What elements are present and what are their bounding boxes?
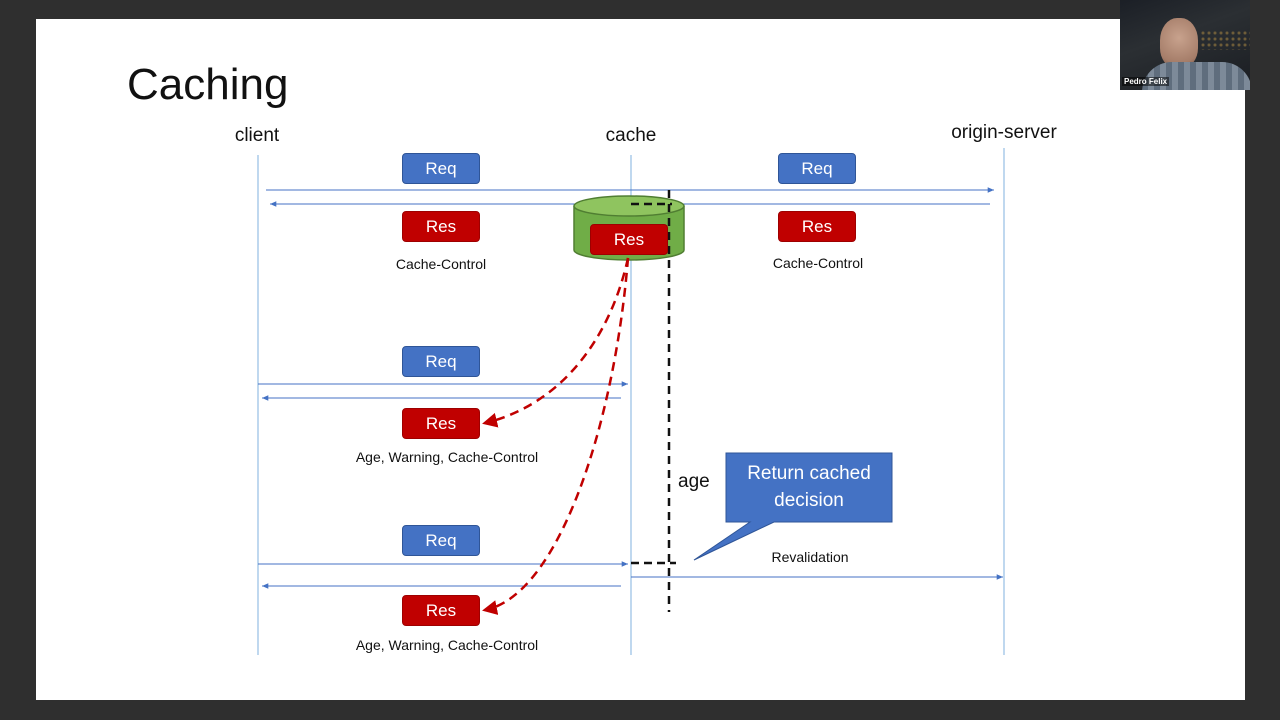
req-box-client-3: Req xyxy=(402,525,480,556)
req-box-origin-1: Req xyxy=(778,153,856,184)
callout-text: Return cached decision xyxy=(747,463,871,511)
caption-cache-control-left: Cache-Control xyxy=(395,256,487,272)
age-label: age xyxy=(678,471,710,492)
lane-label-client: client xyxy=(234,125,280,146)
caption-revalidation: Revalidation xyxy=(771,549,849,565)
res-box-client-2: Res xyxy=(402,408,480,439)
slide xyxy=(36,19,1245,700)
cam-person-head xyxy=(1160,18,1198,68)
cached-response-curve-2 xyxy=(482,257,630,615)
req-box-client-2: Req xyxy=(402,346,480,377)
webcam-name-tag: Pedro Felix xyxy=(1122,77,1170,86)
caption-cache-control-right: Cache-Control xyxy=(772,255,864,271)
res-box-cached: Res xyxy=(590,224,668,255)
cached-response-curve-1 xyxy=(482,257,630,428)
cam-background-lights xyxy=(1200,30,1250,50)
res-box-client-3: Res xyxy=(402,595,480,626)
caption-age-warning-1: Age, Warning, Cache-Control xyxy=(355,449,539,465)
res-box-client-1: Res xyxy=(402,211,480,242)
lane-label-cache: cache xyxy=(605,125,657,146)
callout-shape xyxy=(693,452,893,561)
req-box-client-1: Req xyxy=(402,153,480,184)
lane-label-origin-server: origin-server xyxy=(951,122,1057,143)
caption-age-warning-2: Age, Warning, Cache-Control xyxy=(355,637,539,653)
slide-title: Caching xyxy=(127,60,289,109)
res-box-origin-1: Res xyxy=(778,211,856,242)
webcam-video: Pedro Felix xyxy=(1120,0,1250,90)
